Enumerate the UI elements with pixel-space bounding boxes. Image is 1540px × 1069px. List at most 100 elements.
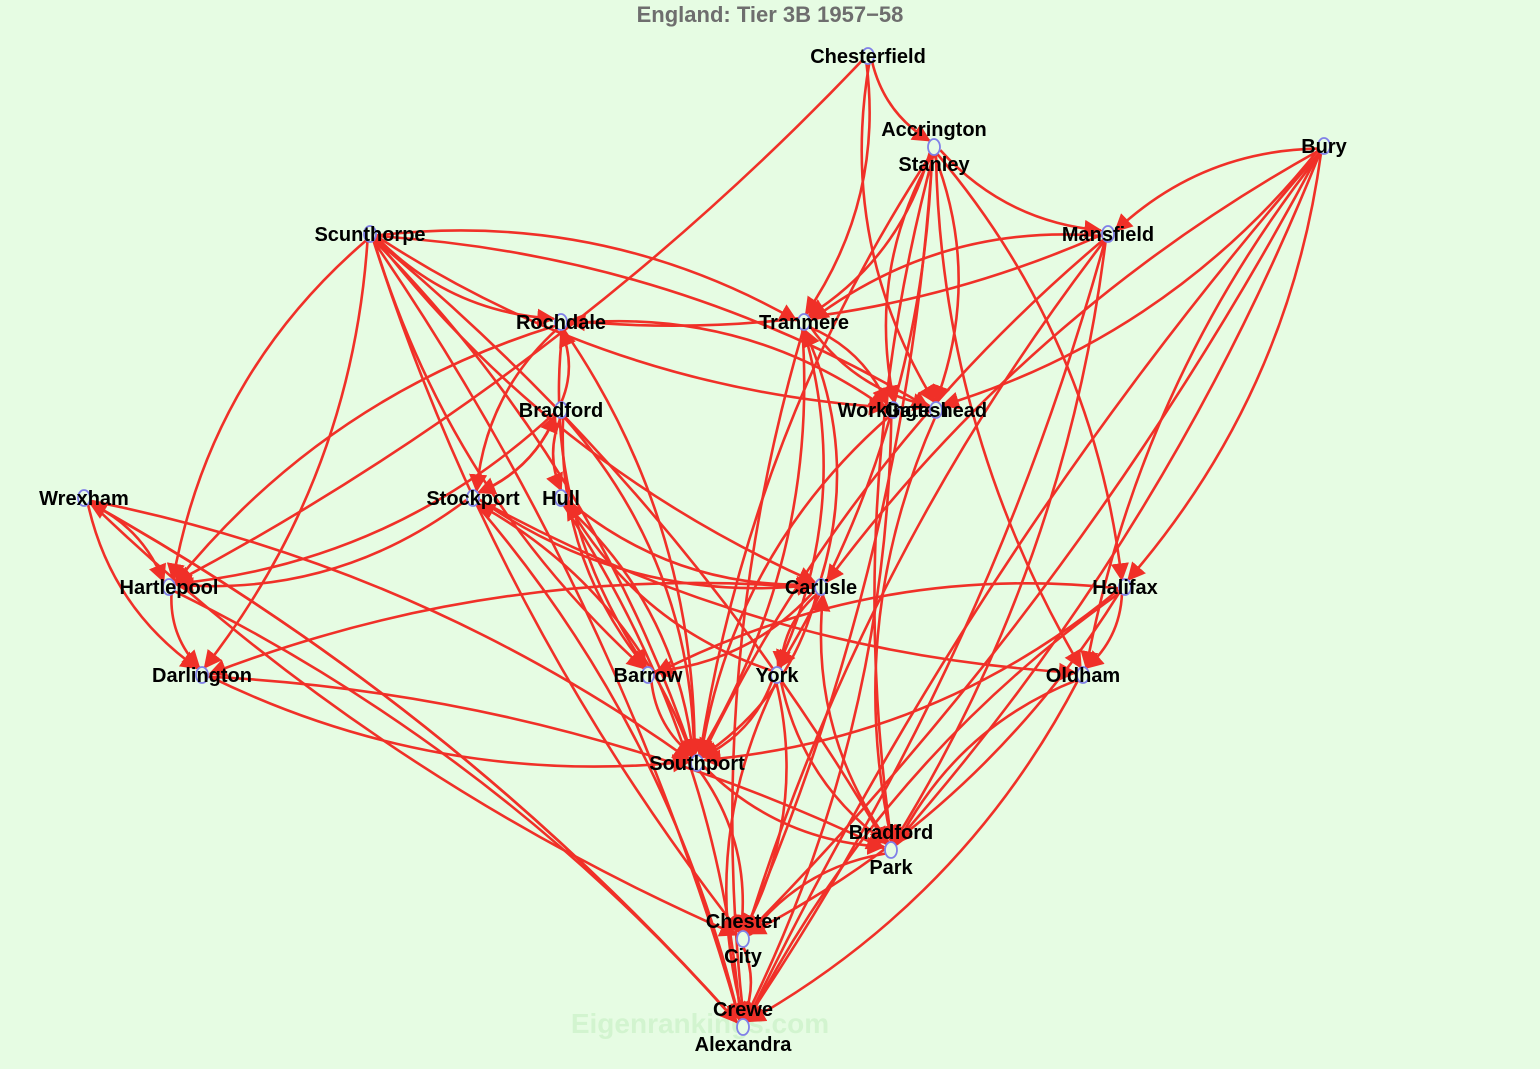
node-southport[interactable]: Southport (649, 753, 745, 775)
node-wrexham[interactable]: Wrexham (39, 488, 129, 510)
node-label: Chester (706, 911, 781, 933)
node-scunthorpe[interactable]: Scunthorpe (314, 224, 425, 246)
node-marker[interactable] (1076, 666, 1090, 684)
node-label: Scunthorpe (314, 224, 425, 246)
edge-rochdale-to-workington (567, 319, 887, 410)
edge-oldham-to-crewe (747, 679, 1080, 1023)
edge-halifax-to-barrow (654, 582, 1119, 675)
node-marker[interactable] (1317, 137, 1331, 155)
node-marker[interactable] (641, 666, 655, 684)
node-marker[interactable] (1118, 578, 1132, 596)
node-marker[interactable] (884, 841, 898, 859)
edge-gateshead-to-bradfordpark (874, 416, 937, 844)
edge-stockport-to-oldham (479, 498, 1078, 681)
node-workington[interactable]: Workington (838, 400, 949, 422)
node-label: Bradford (519, 400, 603, 422)
node-marker[interactable] (363, 225, 377, 243)
node-marker[interactable] (886, 401, 900, 419)
edge-carlisle-to-york (772, 592, 819, 670)
edge-tranmere-to-workington (808, 325, 890, 407)
node-chesterfield[interactable]: Chesterfield (810, 46, 926, 68)
node-label: Bradford (849, 822, 933, 844)
edge-tranmere-to-southport (697, 328, 806, 757)
node-bradford[interactable]: Bradford (519, 400, 603, 422)
node-label: Chesterfield (810, 46, 926, 68)
edge-workington-to-southport (694, 415, 891, 758)
node-label: Carlisle (785, 577, 857, 599)
edge-southport-to-chester (697, 769, 752, 934)
node-marker[interactable] (929, 401, 943, 419)
node-marker[interactable] (814, 578, 828, 596)
edge-york-to-hull (566, 501, 773, 672)
node-mansfield[interactable]: Mansfield (1062, 224, 1154, 246)
edge-scunthorpe-to-chester (372, 239, 741, 934)
node-oldham[interactable]: Oldham (1046, 665, 1120, 687)
edge-mansfield-to-crewe (745, 240, 1107, 1022)
edge-southport-to-stockport (476, 502, 694, 759)
node-marker[interactable] (466, 489, 480, 507)
node-marker[interactable] (927, 138, 941, 156)
edge-york-to-crewe (724, 681, 778, 1021)
node-darlington[interactable]: Darlington (152, 665, 252, 687)
edge-scunthorpe-to-gateshead (376, 234, 930, 409)
edge-accrington-to-gateshead (932, 153, 960, 404)
edge-halifax-to-chester (747, 591, 1122, 935)
node-barrow[interactable]: Barrow (614, 665, 683, 687)
edge-bury-to-halifax (1127, 152, 1323, 582)
node-marker[interactable] (770, 666, 784, 684)
edge-crewe-to-wrexham (88, 501, 739, 1024)
node-marker[interactable] (554, 401, 568, 419)
edge-bradford-to-rochdale (559, 328, 576, 404)
edge-mansfield-to-chester (742, 239, 1106, 934)
node-marker[interactable] (554, 313, 568, 331)
edge-accrington-to-bradfordpark (873, 153, 935, 844)
edge-accrington-to-chester (743, 153, 934, 933)
edge-halifax-to-oldham (1085, 593, 1124, 670)
node-marker[interactable] (162, 578, 176, 596)
node-label: Southport (649, 753, 745, 775)
node-tranmere[interactable]: Tranmere (759, 312, 849, 334)
node-halifax[interactable]: Halifax (1092, 577, 1158, 599)
edge-accrington-to-southport (693, 152, 933, 758)
node-marker[interactable] (736, 1018, 750, 1036)
node-york[interactable]: York (756, 665, 800, 687)
edge-rochdale-to-southport (562, 327, 704, 758)
node-label: Gateshead (885, 400, 987, 422)
edge-darlington-to-bradfordpark (208, 675, 885, 850)
edge-scunthorpe-to-bradfordpark (373, 238, 887, 846)
node-marker[interactable] (195, 666, 209, 684)
page-title: England: Tier 3B 1957−58 (636, 2, 904, 27)
node-marker[interactable] (554, 489, 568, 507)
node-hartlepool[interactable]: Hartlepool (120, 577, 219, 599)
node-label: Accrington (881, 119, 987, 141)
edge-workington-to-crewe (743, 416, 893, 1021)
node-marker[interactable] (797, 313, 811, 331)
node-bury[interactable]: Bury (1301, 136, 1347, 158)
edge-bradford-to-hull (546, 416, 563, 492)
node-marker[interactable] (736, 930, 750, 948)
edge-mansfield-to-tranmere (810, 233, 1102, 321)
edge-chester-to-crewe (741, 945, 758, 1021)
edge-bury-to-carlisle (825, 149, 1320, 584)
node-marker[interactable] (1101, 225, 1115, 243)
edge-stockport-to-crewe (475, 503, 745, 1022)
node-marker[interactable] (77, 489, 91, 507)
edge-accrington-to-halifax (935, 152, 1129, 582)
node-gateshead[interactable]: Gateshead (885, 400, 987, 422)
edge-chesterfield-to-accrington (870, 61, 931, 142)
node-hull[interactable]: Hull (542, 488, 580, 510)
node-stockport[interactable]: Stockport (426, 488, 520, 510)
edge-bury-to-oldham (1080, 151, 1323, 670)
node-marker[interactable] (690, 754, 704, 772)
node-carlisle[interactable]: Carlisle (785, 577, 857, 599)
edge-accrington-to-mansfield (939, 149, 1103, 238)
edge-scunthorpe-to-hartlepool (166, 239, 368, 582)
node-marker[interactable] (861, 47, 875, 65)
node-label: Halifax (1092, 577, 1158, 599)
node-rochdale[interactable]: Rochdale (516, 312, 606, 334)
